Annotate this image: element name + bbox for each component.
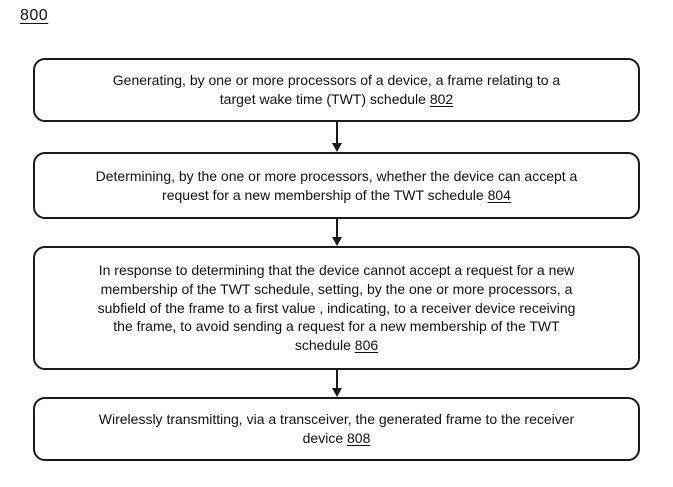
step-body-802: Generating, by one or more processors of… (112, 72, 561, 107)
step-ref-802: 802 (429, 91, 454, 107)
step-text-806: In response to determining that the devi… (98, 261, 576, 355)
figure-number: 800 (20, 7, 49, 24)
flow-step-804: Determining, by the one or more processo… (33, 152, 640, 219)
arrow-head-icon (331, 237, 342, 246)
step-text-808: Wirelessly transmitting, via a transceiv… (99, 410, 574, 448)
step-ref-808: 808 (347, 430, 371, 446)
down-arrow-1 (331, 122, 342, 152)
down-arrow-2 (331, 219, 342, 246)
arrow-head-icon (331, 143, 342, 152)
step-body-808: Wirelessly transmitting, via a transceiv… (98, 411, 575, 446)
arrow-head-icon (331, 388, 342, 397)
arrow-shaft (335, 370, 338, 388)
down-arrow-3 (331, 370, 342, 397)
step-text-804: Determining, by the one or more processo… (96, 167, 578, 205)
step-ref-806: 806 (354, 337, 379, 354)
arrow-shaft (335, 122, 338, 143)
flow-step-808: Wirelessly transmitting, via a transceiv… (33, 397, 640, 461)
step-text-802: Generating, by one or more processors of… (113, 71, 560, 109)
flowchart: Generating, by one or more processors of… (33, 58, 640, 461)
arrow-shaft (335, 219, 338, 237)
flow-step-802: Generating, by one or more processors of… (33, 58, 640, 122)
step-body-806: In response to determining that the devi… (97, 261, 576, 354)
step-ref-804: 804 (487, 186, 511, 203)
flow-step-806: In response to determining that the devi… (33, 246, 640, 370)
step-body-804: Determining, by the one or more processo… (95, 167, 578, 203)
